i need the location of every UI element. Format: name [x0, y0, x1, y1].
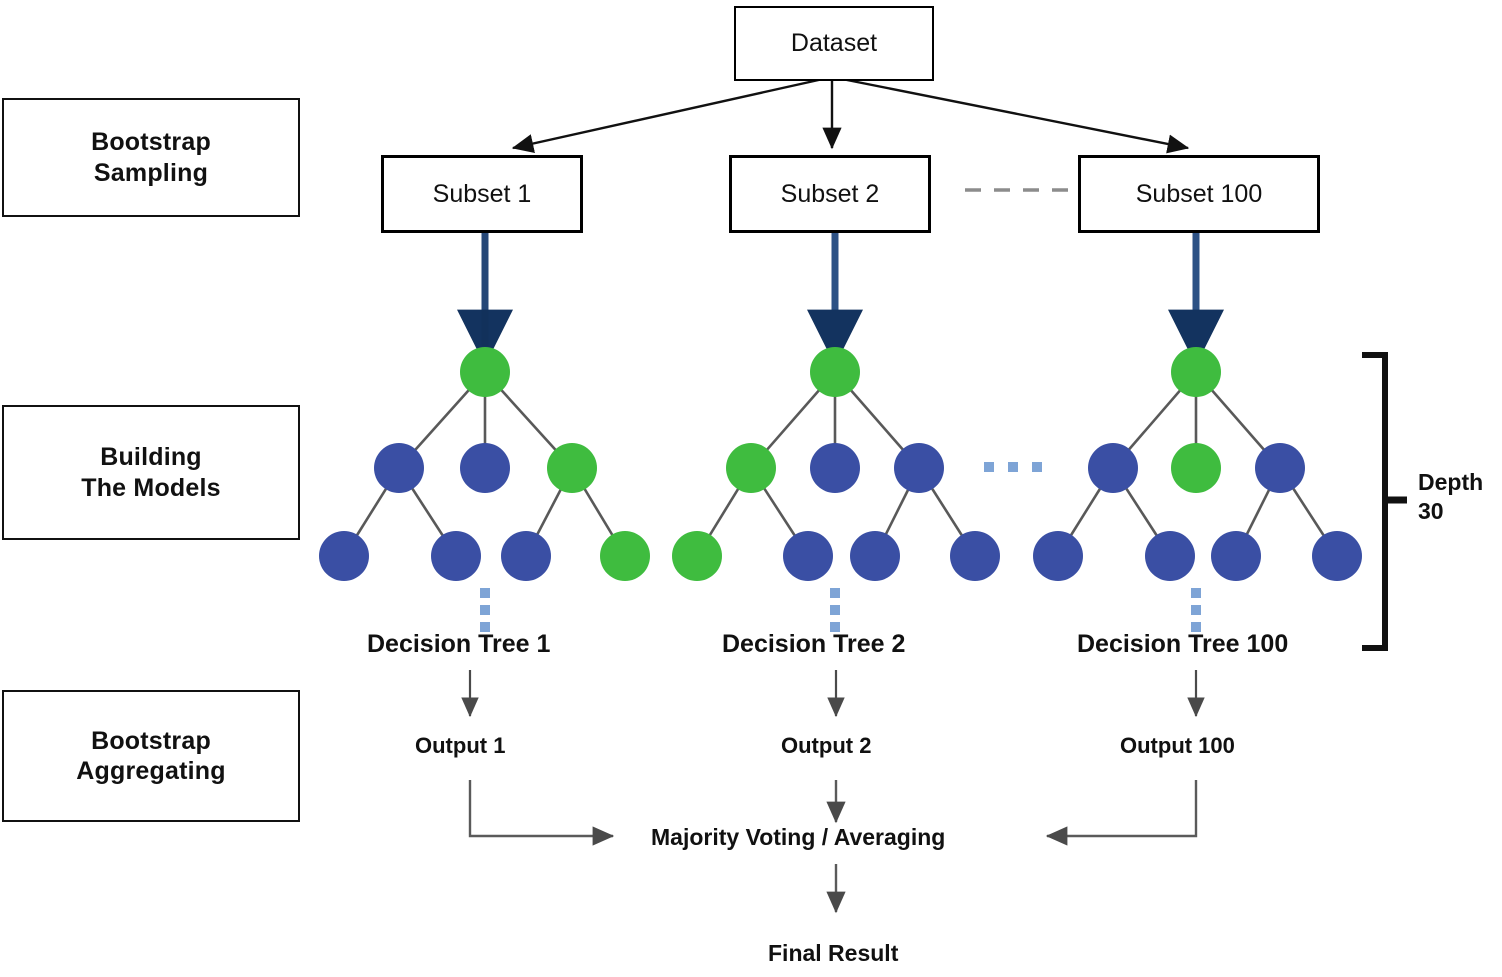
tree-leaf	[1312, 531, 1362, 581]
ellipsis-square	[830, 622, 840, 632]
ellipsis-square	[830, 605, 840, 615]
decision-tree-1-label: Decision Tree 1	[367, 630, 551, 658]
tree-node	[810, 443, 860, 493]
tree-1-nodes	[319, 347, 650, 581]
tree-1-ellipsis-vertical-icon	[480, 588, 490, 632]
ellipsis-square	[984, 462, 994, 472]
depth-label: Depth 30	[1418, 468, 1483, 526]
stage-label-line2: The Models	[81, 473, 221, 502]
tree-node-root	[1171, 347, 1221, 397]
ellipsis-square	[1032, 462, 1042, 472]
stage-label-line1: Bootstrap	[91, 128, 211, 156]
subset-box-100[interactable]: Subset 100	[1078, 155, 1320, 233]
tree-2-ellipsis-vertical-icon	[830, 588, 840, 632]
tree-node	[894, 443, 944, 493]
tree-ellipsis-horizontal-icon	[984, 462, 1042, 472]
dataset-to-subsets-arrows	[511, 75, 1190, 154]
tree-node-root	[460, 347, 510, 397]
ellipsis-square	[480, 605, 490, 615]
majority-voting-label: Majority Voting / Averaging	[651, 824, 946, 850]
dataset-label: Dataset	[790, 29, 878, 57]
depth-bracket	[1362, 352, 1407, 651]
subset-label: Subset 2	[780, 179, 880, 208]
tree-leaf	[1033, 531, 1083, 581]
tree-leaf	[501, 531, 551, 581]
depth-label-line2: 30	[1418, 497, 1444, 524]
stage-label-line1: Building	[100, 443, 202, 471]
ellipsis-square	[1191, 588, 1201, 598]
tree-leaf	[319, 531, 369, 581]
tree-leaf	[431, 531, 481, 581]
stage-label-line2: Sampling	[93, 158, 209, 187]
output-1-label: Output 1	[415, 733, 506, 758]
output-100-label: Output 100	[1120, 733, 1235, 758]
subset-box-2[interactable]: Subset 2	[729, 155, 931, 233]
tree-leaf	[950, 531, 1000, 581]
stage-label-line2: Aggregating	[76, 757, 226, 785]
tree-leaf	[672, 531, 722, 581]
tree-leaf	[1145, 531, 1195, 581]
final-result-label: Final Result	[768, 940, 899, 966]
tree-100-ellipsis-vertical-icon	[1191, 588, 1201, 632]
subset-to-tree-arrows	[457, 227, 1224, 366]
tree-node	[1171, 443, 1221, 493]
tree-node	[547, 443, 597, 493]
tree-node	[1255, 443, 1305, 493]
tree-leaf	[783, 531, 833, 581]
ellipsis-square	[480, 622, 490, 632]
ellipsis-square	[1191, 605, 1201, 615]
depth-label-line1: Depth	[1418, 469, 1484, 495]
stage-label-building-the-models[interactable]: Building The Models	[2, 405, 300, 540]
ellipsis-square	[480, 588, 490, 598]
stage-label-bootstrap-sampling[interactable]: Bootstrap Sampling	[2, 98, 300, 217]
tree-node-root	[810, 347, 860, 397]
tree-to-output-arrows	[461, 670, 1205, 718]
stage-label-line1: Bootstrap	[91, 726, 211, 755]
subset-box-1[interactable]: Subset 1	[381, 155, 583, 233]
subset-label: Subset 1	[432, 179, 532, 208]
tree-node	[460, 443, 510, 493]
output-2-label: Output 2	[781, 733, 872, 758]
tree-node	[1088, 443, 1138, 493]
dataset-box[interactable]: Dataset	[734, 6, 934, 81]
ellipsis-square	[1191, 622, 1201, 632]
tree-leaf	[600, 531, 650, 581]
ellipsis-square	[830, 588, 840, 598]
tree-2-nodes	[672, 347, 1000, 581]
ellipsis-square	[1008, 462, 1018, 472]
subset-label: Subset 100	[1135, 179, 1263, 208]
decision-tree-2-label: Decision Tree 2	[722, 630, 906, 658]
stage-label-bootstrap-aggregating[interactable]: Bootstrap Aggregating	[2, 690, 300, 822]
tree-node	[374, 443, 424, 493]
tree-100-nodes	[1033, 347, 1362, 581]
tree-node	[726, 443, 776, 493]
decision-tree-100-label: Decision Tree 100	[1077, 630, 1289, 658]
tree-leaf	[850, 531, 900, 581]
tree-leaf	[1211, 531, 1261, 581]
output-to-aggregation-arrows	[468, 780, 1198, 846]
